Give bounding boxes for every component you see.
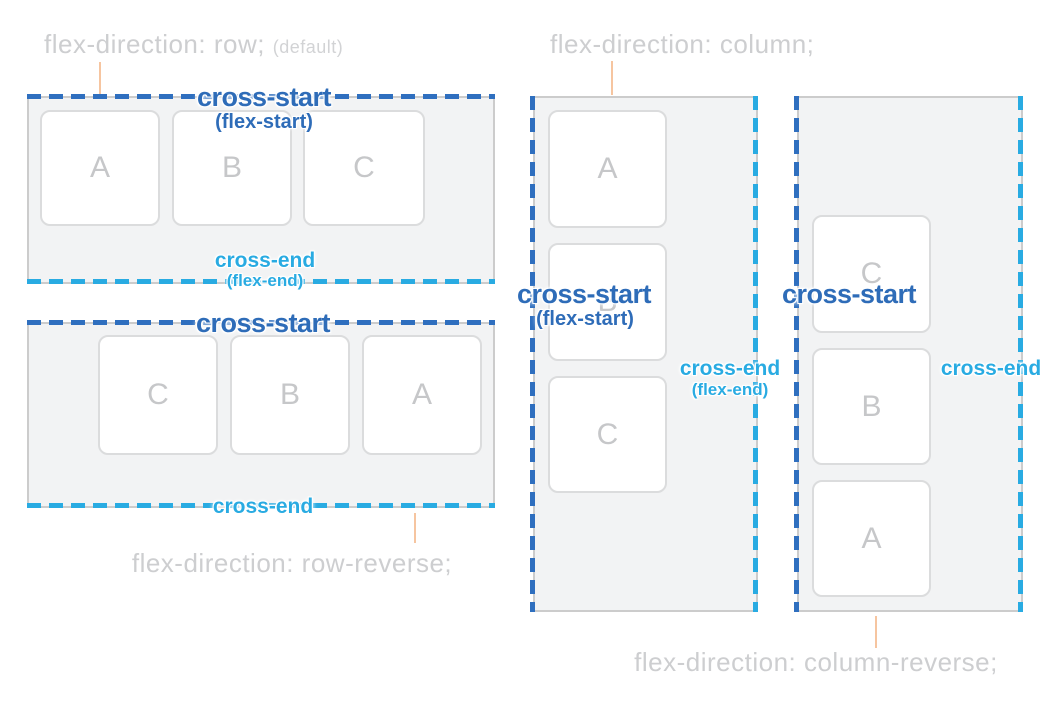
flex-item-letter: B (597, 285, 618, 318)
cross-start-label: cross-start (195, 308, 331, 338)
flex-item-letter: C (147, 378, 169, 411)
flex-start-sublabel: (flex-start) (215, 111, 313, 133)
cross-start-label: cross-start (516, 279, 652, 309)
flex-item-letter: C (596, 417, 619, 451)
flex-item-letter: C (353, 151, 375, 184)
panel-row-label-text: flex-direction: row; (44, 29, 265, 59)
flex-item: C (303, 110, 425, 226)
cross-end-label: cross-end (214, 249, 316, 272)
flex-item-letter: A (89, 151, 110, 184)
flex-item: C (812, 215, 931, 333)
flex-item: A (548, 110, 667, 228)
cross-end-label: cross-end (679, 357, 781, 380)
flex-item: C (98, 335, 218, 455)
flex-item: C (548, 376, 667, 493)
cross-start-axis-line (27, 94, 495, 99)
flex-item: B (812, 348, 931, 465)
cross-start-axis-line (530, 96, 535, 612)
connector-line (611, 61, 613, 95)
flex-start-sublabel: (flex-start) (536, 308, 634, 330)
flex-item-letter: A (411, 378, 432, 411)
flex-container-row (27, 96, 495, 284)
cross-end-axis-line (1018, 96, 1023, 612)
flex-item: B (172, 110, 292, 226)
flex-item-letter: A (861, 521, 882, 555)
flex-end-sublabel: (flex-end) (691, 380, 769, 399)
cross-end-axis-line (753, 96, 758, 612)
flex-item-letter: A (597, 152, 618, 185)
flex-item-letter: C (860, 257, 883, 290)
connector-line (414, 513, 416, 543)
panel-column-reverse-label: flex-direction: column-reverse; (634, 647, 998, 677)
flex-item: B (548, 243, 667, 361)
flex-end-sublabel: (flex-end) (226, 271, 304, 290)
cross-start-axis-line (27, 320, 495, 325)
flex-item: A (362, 335, 482, 455)
panel-row-label-suffix: (default) (272, 37, 344, 57)
cross-end-label: cross-end (940, 357, 1042, 380)
panel-column-label: flex-direction: column; (550, 29, 815, 59)
panel-row-reverse-label: flex-direction: row-reverse; (131, 548, 453, 578)
flex-container-column-reverse (797, 96, 1023, 612)
flex-container-column (533, 96, 758, 612)
flex-item: A (40, 110, 160, 226)
cross-end-label: cross-end (212, 495, 314, 518)
panel-row-label: flex-direction: row; (default) (44, 29, 343, 60)
flex-item-letter: B (221, 151, 242, 184)
flex-item-letter: B (279, 378, 300, 411)
flex-item: A (812, 480, 931, 597)
cross-start-axis-line (794, 96, 799, 612)
flex-item: B (230, 335, 350, 455)
cross-end-axis-line (27, 503, 495, 508)
flex-container-row-reverse (27, 322, 495, 508)
cross-start-label: cross-start (196, 82, 332, 112)
cross-start-label: cross-start (781, 279, 917, 309)
connector-line (875, 616, 877, 648)
cross-end-axis-line (27, 279, 495, 284)
connector-line (99, 62, 101, 95)
flex-item-letter: B (861, 389, 882, 423)
